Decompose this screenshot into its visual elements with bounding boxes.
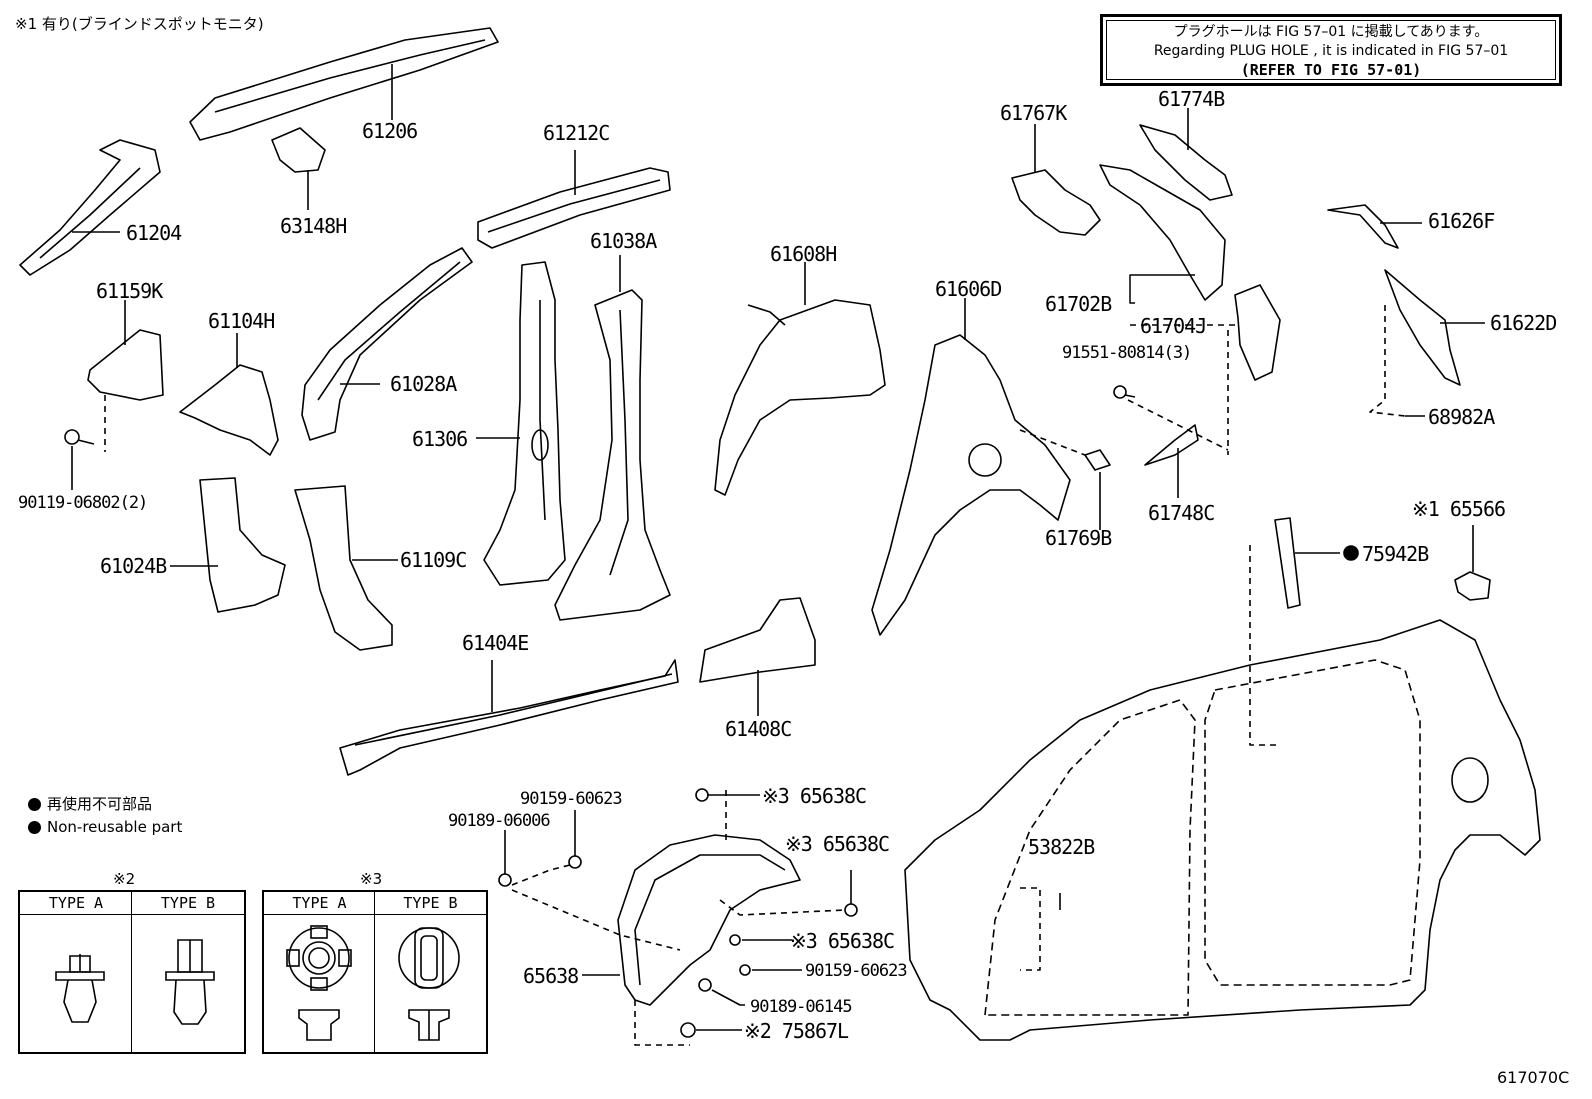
label-61774B: 61774B	[1158, 87, 1225, 111]
label-61212C: 61212C	[543, 121, 610, 145]
grommet-type-b-icon	[398, 927, 460, 1041]
bullet-icon	[28, 821, 41, 834]
clip-table-2-type-a: TYPE A	[20, 892, 132, 915]
label-63148H: 63148H	[280, 214, 347, 238]
refer-line-en: Regarding PLUG HOLE , it is indicated in…	[1153, 43, 1509, 59]
label-68982A: 68982A	[1428, 405, 1495, 429]
part-65638-shape	[582, 834, 801, 1006]
clip-table-3-type-b: TYPE B	[375, 892, 486, 915]
part-61622D-shape	[1369, 269, 1485, 417]
liner-fasteners-shape	[498, 788, 858, 1046]
part-61606D-shape	[871, 298, 1071, 636]
legend-en-text: Non-reusable part	[47, 818, 183, 836]
clip-table-3: TYPE A TYPE B	[262, 890, 488, 1054]
part-61206-shape	[189, 27, 499, 141]
label-61038A: 61038A	[590, 229, 657, 253]
label-65638: 65638	[523, 964, 579, 988]
body-side-panel-shape	[904, 619, 1541, 1041]
clip-type-b-icon	[165, 939, 215, 1025]
label-61306: 61306	[412, 427, 468, 451]
part-61767K-shape	[1011, 124, 1101, 236]
figure-code: 617070C	[1497, 1068, 1570, 1087]
part-61109C-shape	[294, 485, 398, 651]
label-91551: 91551-80814(3)	[1062, 343, 1192, 363]
clip-table-2: TYPE A TYPE B	[18, 890, 246, 1054]
part-61028A-shape	[301, 247, 473, 441]
refer-box: プラグホールは FIG 57–01 に掲載してあります。 Regarding P…	[1100, 14, 1562, 86]
label-61702B: 61702B	[1045, 292, 1112, 316]
label-61024B: 61024B	[100, 554, 167, 578]
part-61608H-shape	[714, 262, 886, 496]
bullet-icon	[28, 798, 41, 811]
grommet-type-a-icon	[286, 925, 352, 1041]
part-91551-shape	[1113, 330, 1229, 455]
label-75867L: ※2 75867L	[744, 1019, 849, 1043]
refer-line-fig: (REFER TO FIG 57-01)	[1240, 61, 1422, 79]
label-61204: 61204	[126, 221, 182, 245]
part-61306-shape	[476, 261, 566, 586]
label-90189-top: 90189-06006	[448, 811, 551, 831]
refer-line-jp: プラグホールは FIG 57–01 に掲載してあります。	[1173, 24, 1489, 40]
label-61626F: 61626F	[1428, 209, 1495, 233]
label-75942B: 75942B	[1362, 542, 1429, 566]
part-61408C-shape	[699, 597, 816, 716]
label-61159K: 61159K	[96, 279, 163, 303]
clip-type-a-icon	[55, 954, 105, 1023]
label-61028A: 61028A	[390, 372, 457, 396]
label-61704J: 61704J	[1140, 314, 1207, 338]
part-61104H-shape	[179, 333, 279, 456]
part-61769B-shape	[1019, 429, 1111, 530]
part-61024B-shape	[170, 477, 286, 613]
label-65638C-top: ※3 65638C	[762, 784, 867, 808]
label-65638C-low: ※3 65638C	[790, 929, 895, 953]
clip-table-2-mark: ※2	[113, 870, 136, 888]
label-61748C: 61748C	[1148, 501, 1215, 525]
part-61702B-shape	[1099, 164, 1281, 381]
label-61608H: 61608H	[770, 242, 837, 266]
clip-table-3-type-a: TYPE A	[264, 892, 375, 915]
label-61109C: 61109C	[400, 548, 467, 572]
part-61626F-shape	[1327, 204, 1422, 249]
label-53822B: 53822B	[1028, 835, 1095, 859]
part-61212C-shape	[477, 150, 671, 249]
label-65566: ※1 65566	[1412, 497, 1506, 521]
part-61748C-shape	[1144, 424, 1199, 498]
label-65638C-mid: ※3 65638C	[785, 832, 890, 856]
header-note: ※1 有り(ブラインドスポットモニタ)	[15, 15, 264, 33]
label-61769B: 61769B	[1045, 526, 1112, 550]
part-61204-shape	[19, 139, 161, 276]
part-61774B-shape	[1139, 108, 1233, 201]
part-75942B-shape	[1249, 517, 1359, 746]
legend-jp-text: 再使用不可部品	[47, 795, 153, 813]
label-61404E: 61404E	[462, 631, 529, 655]
label-90189-low: 90189-06145	[750, 997, 853, 1017]
part-65566-shape	[1454, 525, 1491, 601]
part-63148H-shape	[271, 127, 326, 210]
label-90119: 90119-06802(2)	[18, 493, 148, 513]
clip-table-2-type-b: TYPE B	[132, 892, 244, 915]
legend-jp: 再使用不可部品	[28, 793, 152, 814]
label-61206: 61206	[362, 119, 418, 143]
label-90159-top: 90159-60623	[520, 789, 623, 809]
label-61104H: 61104H	[208, 309, 275, 333]
clip-table-3-mark: ※3	[360, 870, 383, 888]
label-61408C: 61408C	[725, 717, 792, 741]
part-90119-shape	[64, 429, 95, 490]
label-90159-low: 90159-60623	[805, 961, 908, 981]
part-61159K-shape	[87, 300, 164, 452]
part-61404E-shape	[339, 659, 679, 776]
legend-en: Non-reusable part	[28, 818, 182, 836]
label-61622D: 61622D	[1490, 311, 1557, 335]
part-61038A-shape	[554, 255, 671, 621]
label-61606D: 61606D	[935, 277, 1002, 301]
label-61767K: 61767K	[1000, 101, 1067, 125]
